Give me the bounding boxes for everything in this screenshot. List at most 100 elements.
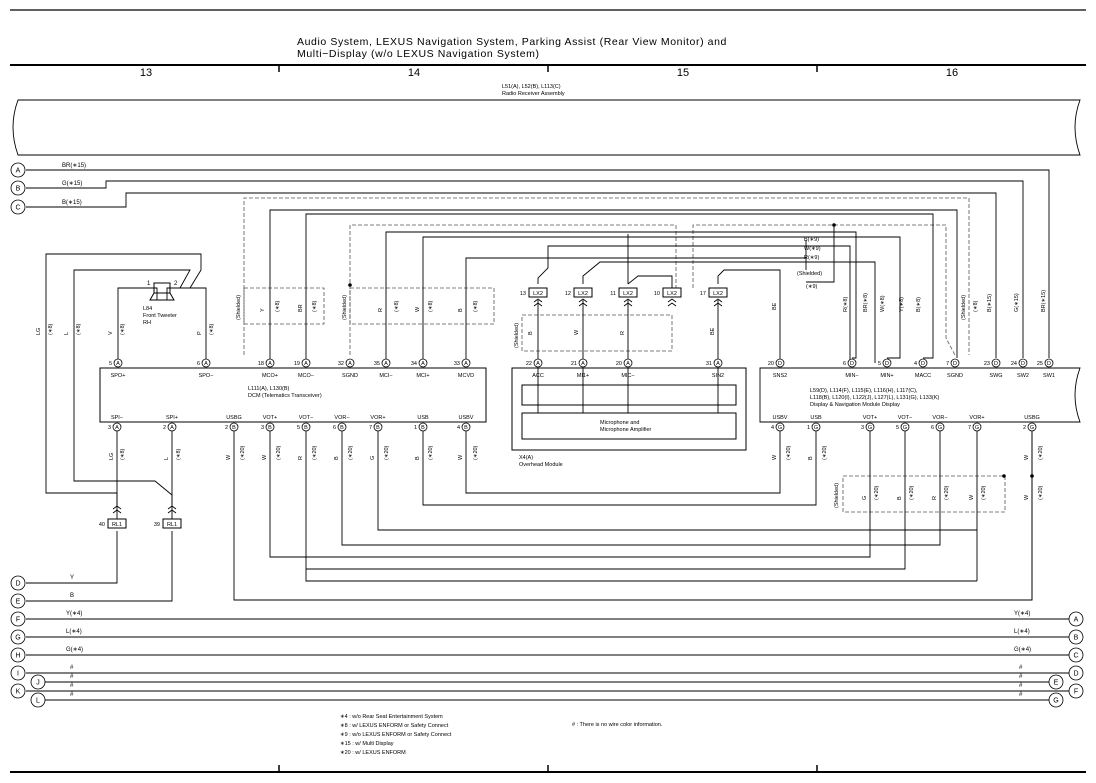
lx2-wires: B W R BE BE (Shielded) B(∗9) W(∗9) R(∗9)… (514, 225, 1047, 363)
lx2-box (573, 287, 593, 298)
wire-y-minplus: Y(∗8) (899, 297, 905, 312)
wire-y-dcm: Y (260, 308, 266, 312)
ref-left-k: K (10, 683, 26, 699)
ref-letter: I (17, 671, 19, 678)
front-tweeter: 1 2 L84 Front Tweeter RH (117, 281, 207, 363)
wire-b-usb: B (415, 456, 421, 460)
wire-g-dvotp: G (862, 496, 868, 500)
pin-circle (950, 358, 960, 368)
pin-circle (381, 358, 391, 368)
pin-circle (373, 422, 383, 432)
pin-number: 1 (807, 425, 810, 431)
ref-letter: A (16, 168, 21, 175)
radio-ids: L51(A), L52(B), L113(C) (502, 84, 561, 90)
pin-connector: D (850, 361, 854, 367)
pin-number: 7 (946, 361, 949, 367)
pin-connector: B (304, 425, 308, 431)
ref-circle (10, 647, 26, 663)
wire-w-usbv-n20: (∗20) (473, 445, 479, 460)
splice-dot-2 (832, 223, 836, 227)
ref-left-a: A (10, 162, 26, 178)
wire-l4-left: L(∗4) (66, 629, 82, 635)
pin-name: MACC (915, 373, 931, 379)
ref-letter: G (1053, 698, 1058, 705)
pin-number: 34 (411, 361, 417, 367)
display-navigation-module: L59(D), L114(F), L115(E), L116(H), L117(… (759, 367, 1081, 423)
pin-number: 24 (1011, 361, 1017, 367)
pin-name: USB (417, 415, 429, 421)
pin-connector: A (421, 361, 425, 367)
splice-dot-4 (1030, 474, 1034, 478)
wire-hash-1l: # (70, 665, 74, 671)
pin-number: 2 (1023, 425, 1026, 431)
pin-connector: D (1021, 361, 1025, 367)
pin-name: MCI+ (416, 373, 429, 379)
wire-n8-sgnd: (∗8) (973, 301, 979, 312)
ref-letter: D (1073, 671, 1078, 678)
ref-circle (30, 692, 46, 708)
ref-circle (1068, 629, 1084, 645)
pin-connector: B (464, 425, 468, 431)
pin-connector: B (421, 425, 425, 431)
amp-line-2: Microphone Amplifier (600, 427, 652, 433)
ref-circle (10, 575, 26, 591)
splice-dot-3 (1002, 474, 1006, 478)
pin-connector: G (778, 425, 782, 431)
wire-b-vorm-n20: (∗20) (348, 445, 354, 460)
rl1-label: RL1 (112, 522, 122, 528)
wire-br15: BR(∗15) (62, 163, 86, 169)
pin-circle (265, 422, 275, 432)
ref-circle (10, 611, 26, 627)
wire-hash-2r: # (1019, 674, 1023, 680)
pin-circle (578, 358, 588, 368)
pin-connector: D (921, 361, 925, 367)
wire-r-dvorm: R (932, 496, 938, 500)
pin-number: 32 (338, 361, 344, 367)
wire-lg-left-n8: (∗8) (48, 324, 54, 335)
wire-w-dusbg2-n20: (∗20) (1038, 485, 1044, 500)
lx2-label: LX2 (713, 291, 723, 297)
pin-name: MIC− (621, 373, 634, 379)
wire-y4-left: Y(∗4) (66, 611, 82, 617)
wire-w-usbv: W (458, 454, 464, 460)
pin-number: 5 (896, 425, 899, 431)
wire-w-dcm: W (415, 306, 421, 312)
pin-circle (337, 422, 347, 432)
wire-w9: W(∗9) (804, 246, 821, 252)
wire-b15: B(∗15) (62, 200, 82, 206)
wire-l-spi: L (164, 457, 170, 460)
radio-name: Radio Receiver Assembly (502, 91, 565, 97)
pin-connector: A (536, 361, 540, 367)
ref-left-j: J (30, 674, 46, 690)
ref-circle (10, 683, 26, 699)
pin-number: 6 (843, 361, 846, 367)
pin-name: USBV (773, 415, 788, 421)
pin-connector: B (268, 425, 272, 431)
wire-w-ovh: W (574, 329, 580, 335)
pin-number: 5 (297, 425, 300, 431)
pin-number: 3 (861, 425, 864, 431)
wire-r-minminus: R(∗8) (843, 297, 849, 312)
pin-number: 4 (771, 425, 774, 431)
note-4: ∗4 : w/o Rear Seat Entertainment System (340, 714, 443, 720)
wire-br15-sw1: BR(∗15) (1041, 290, 1047, 312)
wire-p: P (197, 331, 203, 335)
wire-r-dvorm-n20: (∗20) (944, 485, 950, 500)
pin-connector: A (116, 361, 120, 367)
column-14: 14 (408, 67, 420, 79)
dcm-ids: L111(A), L130(B) (248, 386, 290, 392)
wire-w-usbg-n20: (∗20) (240, 445, 246, 460)
